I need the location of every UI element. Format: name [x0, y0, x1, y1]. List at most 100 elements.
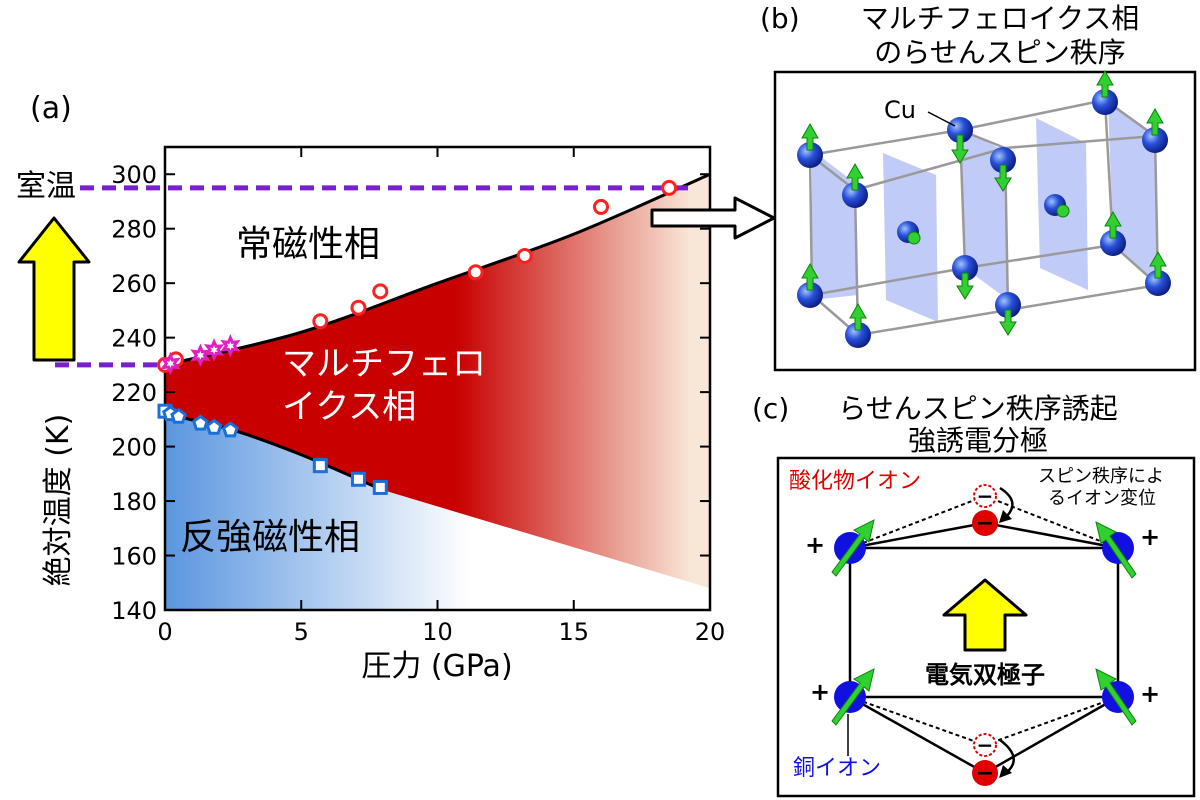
upper-phase-boundary	[164, 172, 711, 367]
cu-atoms	[797, 89, 1171, 348]
data-point-square	[350, 471, 366, 487]
y-tick-label: 200	[111, 434, 157, 462]
panel-b-title-line2: のらせんスピン秩序	[874, 36, 1125, 69]
plus-sign: +	[810, 678, 830, 706]
displacement-label-line2: るイオン変位	[1048, 488, 1156, 509]
data-point-square	[372, 479, 388, 495]
y-tick-label: 180	[111, 488, 157, 516]
y-tick-label: 260	[111, 270, 157, 298]
y-axis-label: 絶対温度 (K)	[41, 414, 76, 587]
panel-b-label: (b)	[760, 2, 800, 35]
spin-down-arrow-icon	[951, 134, 969, 164]
data-point-circle	[516, 247, 533, 264]
displacement-arrowhead	[999, 510, 1012, 523]
y-tick-label: 140	[111, 597, 157, 625]
panel-c-label: (c)	[752, 392, 789, 425]
data-point-pentagon	[221, 421, 239, 438]
y-tick-label: 160	[111, 543, 157, 571]
spin-up-arrow-icon	[849, 302, 867, 331]
antiferromagnetic-phase-label: 反強磁性相	[180, 517, 360, 558]
plus-sign: +	[1140, 523, 1160, 551]
spin-up-arrow-icon	[1146, 107, 1164, 136]
cu-label-leader	[927, 111, 956, 127]
data-point-star	[203, 338, 225, 362]
cu-atom	[1142, 127, 1168, 153]
cu-atom	[797, 142, 823, 168]
oxide-ion-original-position	[973, 733, 997, 757]
data-point-circle	[467, 264, 484, 281]
x-tick-label: 15	[558, 618, 589, 646]
y-tick-label: 300	[111, 161, 157, 189]
plus-sign: +	[1140, 680, 1160, 708]
displacement-arrowhead	[999, 765, 1012, 778]
panel-c-title-line2: 強誘電分極	[908, 424, 1048, 457]
spin-arrow-icon	[1095, 668, 1137, 726]
spin-down-arrow-icon	[956, 272, 974, 300]
y-tick-label: 220	[111, 379, 157, 407]
y-ticks: 140 160 180 200 220 240 260 280 300	[111, 161, 710, 625]
room-temp-label: 室温	[16, 169, 76, 204]
data-point-pentagon	[192, 414, 209, 431]
data-point-square	[312, 458, 328, 474]
multiferroic-phase-label-line2: イクス相	[282, 387, 416, 427]
paramagnetic-phase-label: 常磁性相	[236, 224, 380, 265]
panel-b-title-line1: マルチフェロイクス相	[861, 2, 1140, 35]
right-arrow-icon	[650, 196, 776, 240]
data-point-pentagon	[170, 407, 188, 424]
cu-atom	[952, 255, 978, 281]
cu-atom	[1092, 89, 1118, 115]
up-arrow-icon	[17, 216, 91, 362]
spin-down-arrow-icon	[994, 164, 1012, 192]
cu-atom	[1145, 270, 1171, 296]
cu-atom	[1100, 230, 1126, 256]
data-point-circle	[350, 299, 367, 316]
cu-label: Cu	[884, 96, 916, 124]
spin-up-arrow-icon	[801, 262, 819, 291]
hexagon-bonds	[848, 521, 1120, 775]
x-tick-label: 20	[695, 618, 726, 646]
spin-plane	[960, 128, 1008, 300]
oxide-ion-label: 酸化物イオン	[789, 469, 921, 494]
panel-c-title-line1: らせんスピン秩序誘起	[838, 392, 1117, 425]
spin-up-arrow-icon	[1149, 250, 1167, 279]
oxide-ion	[972, 760, 998, 786]
polarization-arrow-icon	[942, 578, 1028, 652]
spin-arrows	[801, 69, 1167, 336]
y-tick-label: 240	[111, 325, 157, 353]
copper-ion-label: 銅イオン	[793, 756, 881, 781]
minus-sign: −	[976, 511, 994, 536]
minus-sign: −	[976, 761, 994, 786]
data-point-circle	[372, 283, 389, 300]
plus-sign: +	[805, 531, 825, 559]
cu-atom	[947, 117, 973, 143]
dipole-label: 電気双極子	[925, 661, 1045, 689]
cu-atom	[842, 182, 868, 208]
phase-regions	[165, 174, 710, 610]
spin-up-arrow-icon	[801, 122, 819, 151]
data-point-circle	[661, 179, 678, 196]
data-markers	[157, 179, 678, 495]
cu-atom	[845, 322, 871, 348]
spin-up-arrow-icon	[1096, 69, 1114, 98]
oxide-ion	[972, 510, 998, 536]
y-tick-label: 280	[111, 216, 157, 244]
spin-arrow-icon	[831, 519, 875, 577]
spin-side-arrow-icon	[907, 231, 921, 245]
multiferroic-region	[165, 174, 710, 589]
cu-atom	[990, 147, 1016, 173]
data-point-star	[160, 351, 181, 376]
spin-up-arrow-icon	[846, 162, 864, 191]
cu-atom	[995, 292, 1021, 318]
spin-arrow-icon	[1095, 521, 1137, 579]
x-axis-label: 圧力 (GPa)	[361, 649, 512, 684]
spin-arrow-icon	[831, 668, 875, 726]
oxide-ion-original-position	[973, 484, 997, 508]
x-tick-label: 10	[422, 618, 453, 646]
panel-b: (b) マルチフェロイクス相 のらせんスピン秩序	[760, 2, 1197, 372]
minus-sign: −	[977, 733, 994, 757]
displacement-label-line1: スピン秩序によ	[1038, 466, 1164, 487]
spin-down-arrow-icon	[999, 309, 1017, 336]
multiferroic-phase-label-line1: マルチフェロ	[282, 344, 486, 384]
